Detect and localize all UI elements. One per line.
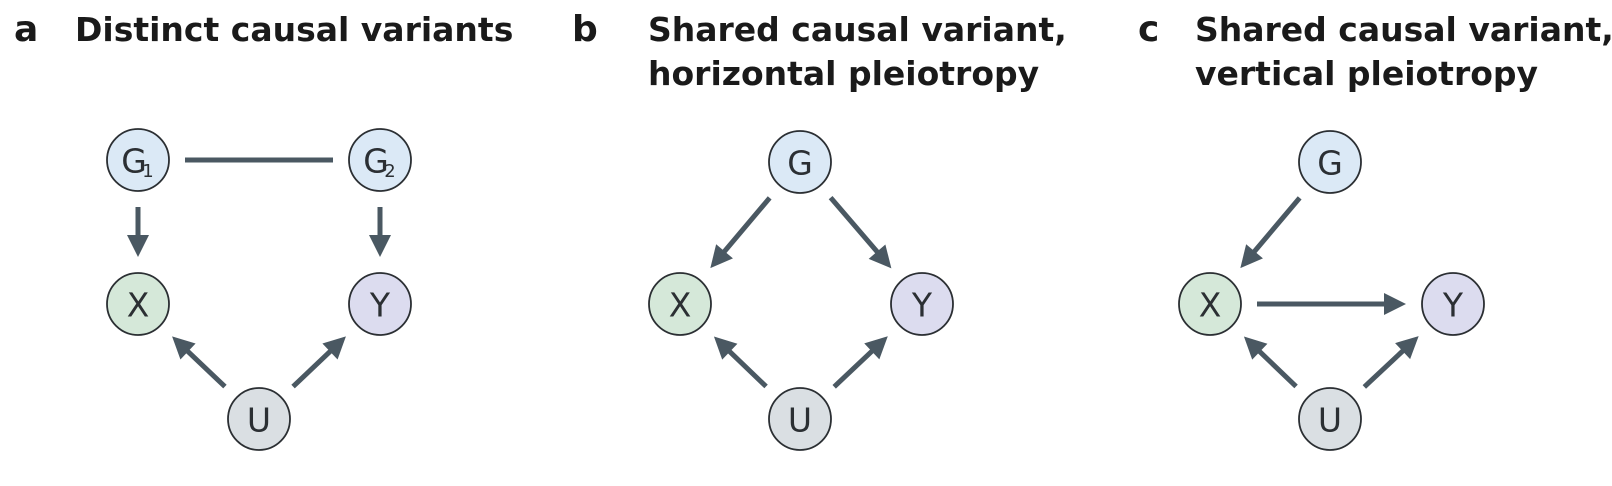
edge-g-x	[721, 196, 772, 255]
node-g2: G2	[348, 128, 412, 192]
node-label: Y	[1442, 286, 1464, 325]
node-subscript: 1	[142, 161, 153, 182]
node-label: X	[669, 286, 692, 325]
node-x: X	[1178, 272, 1242, 336]
arrowhead-icon	[1384, 293, 1406, 315]
arrowhead-icon	[1395, 336, 1419, 360]
panel-title-line: horizontal pleiotropy	[648, 54, 1040, 93]
edge-u-y	[291, 348, 334, 389]
node-circle	[768, 130, 832, 194]
node-label: G	[121, 142, 147, 181]
node-circle	[106, 128, 170, 192]
arrowhead-icon	[172, 336, 196, 360]
panel-letter: c	[1138, 9, 1160, 50]
node-label: U	[788, 401, 812, 440]
panel-letter: a	[14, 9, 39, 50]
node-circle	[348, 128, 412, 192]
node-label: X	[1199, 286, 1222, 325]
node-x: X	[106, 272, 170, 336]
node-circle	[768, 387, 832, 451]
panel-b-graph: G X Y U	[648, 130, 954, 451]
node-y: Y	[1421, 272, 1485, 336]
node-label: Y	[369, 286, 391, 325]
panel-c-graph: G X Y U	[1178, 130, 1485, 451]
arrowhead-icon	[868, 244, 892, 269]
node-circle	[106, 272, 170, 336]
panel-letter: b	[572, 9, 598, 50]
node-circle	[648, 272, 712, 336]
arrowhead-icon	[127, 235, 149, 257]
node-circle	[1178, 272, 1242, 336]
panel-title: Shared causal variant, horizontal pleiot…	[648, 8, 1067, 96]
panel-c: c Shared causal variant, vertical pleiot…	[1105, 0, 1612, 486]
node-label: G	[1317, 144, 1343, 183]
node-circle	[348, 272, 412, 336]
node-circle	[890, 272, 954, 336]
edge-u-x	[726, 348, 768, 389]
panel-title: Distinct causal variants	[75, 8, 513, 52]
arrowhead-icon	[1243, 336, 1268, 360]
arrowhead-icon	[1240, 244, 1263, 269]
edge-g-y	[828, 196, 881, 255]
edge-u-x	[1256, 348, 1298, 389]
panel-title-line: Shared causal variant,	[648, 10, 1067, 49]
edge-u-y	[1362, 347, 1406, 389]
edge-u-x	[184, 348, 227, 389]
node-label: X	[127, 286, 150, 325]
arrowhead-icon	[713, 336, 738, 360]
arrowhead-icon	[369, 235, 391, 257]
node-u: U	[227, 387, 291, 451]
node-y: Y	[348, 272, 412, 336]
node-subscript: 2	[384, 161, 395, 182]
panel-b: b Shared causal variant, horizontal plei…	[560, 0, 1105, 486]
node-label: Y	[911, 286, 933, 325]
node-circle	[1298, 130, 1362, 194]
edge-g-x	[1251, 196, 1302, 255]
node-label: G	[787, 144, 813, 183]
panel-title-line: Distinct causal variants	[75, 10, 514, 49]
node-y: Y	[890, 272, 954, 336]
arrowhead-icon	[864, 336, 888, 360]
node-circle	[1421, 272, 1485, 336]
arrowhead-icon	[710, 244, 733, 269]
arrowhead-icon	[322, 336, 346, 360]
edge-u-y	[832, 348, 875, 389]
node-label: G	[363, 142, 389, 181]
panel-a: a Distinct causal variants	[0, 0, 560, 486]
panel-title-line: vertical pleiotropy	[1195, 54, 1539, 93]
node-x: X	[648, 272, 712, 336]
node-circle	[227, 387, 291, 451]
node-g: G	[768, 130, 832, 194]
node-label: U	[1318, 401, 1342, 440]
node-label: U	[247, 401, 271, 440]
panel-title-line: Shared causal variant,	[1195, 10, 1612, 49]
panel-title: Shared causal variant, vertical pleiotro…	[1195, 8, 1612, 96]
node-g: G	[1298, 130, 1362, 194]
node-u: U	[1298, 387, 1362, 451]
node-g1: G1	[106, 128, 170, 192]
node-circle	[1298, 387, 1362, 451]
node-u: U	[768, 387, 832, 451]
